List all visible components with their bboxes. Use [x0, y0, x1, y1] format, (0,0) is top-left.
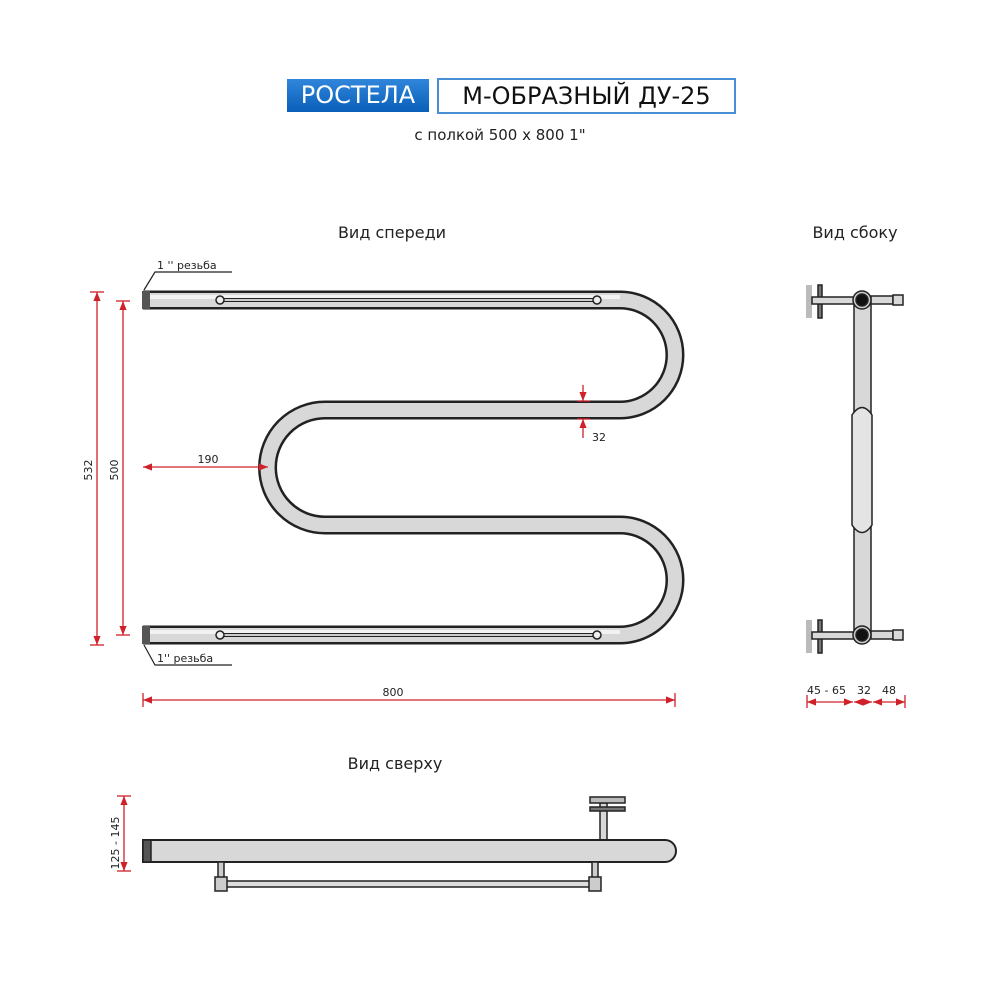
- front-view-title: Вид спереди: [338, 223, 446, 242]
- dim-top-depth: 125 - 145: [109, 817, 122, 870]
- top-view-drawing: [142, 796, 677, 892]
- dim-side-wall: 45 - 65: [807, 684, 846, 697]
- dim-32: 32: [592, 431, 606, 444]
- dim-532: 532: [82, 460, 95, 481]
- dim-side-pipe: 32: [857, 684, 871, 697]
- top-view-title: Вид сверху: [348, 754, 443, 773]
- brand-logo: РОСТЕЛА: [287, 79, 429, 112]
- thread-note-top: 1 '' резьба: [157, 259, 217, 272]
- dim-500: 500: [108, 460, 121, 481]
- dim-190: 190: [198, 453, 219, 466]
- subtitle: с полкой 500 x 800 1": [414, 126, 586, 144]
- side-view-title: Вид сбоку: [812, 223, 897, 242]
- side-view-drawing: [806, 284, 904, 654]
- dim-800: 800: [383, 686, 404, 699]
- thread-note-bottom: 1'' резьба: [157, 652, 213, 665]
- dim-side-fitting: 48: [882, 684, 896, 697]
- model-title: М-ОБРАЗНЫЙ ДУ-25: [437, 78, 736, 114]
